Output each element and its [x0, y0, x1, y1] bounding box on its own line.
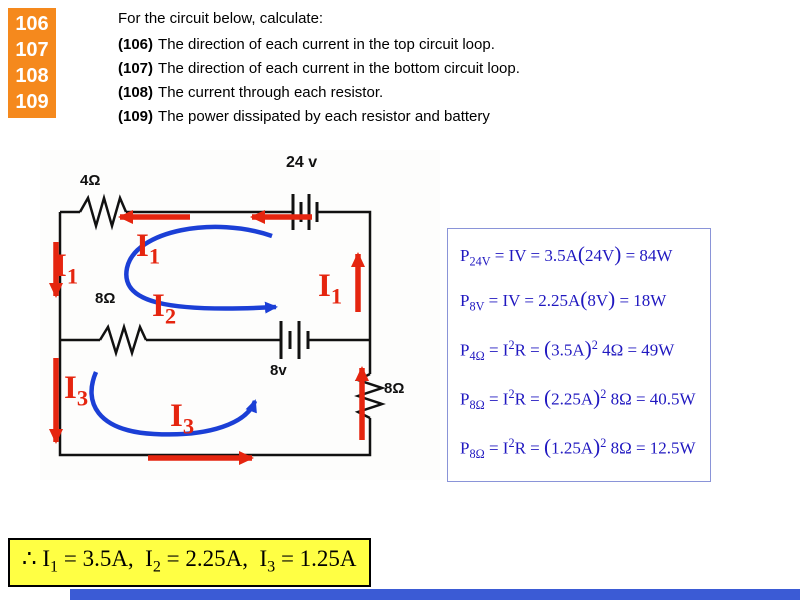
question-number: 109: [15, 91, 49, 113]
question-number: 108: [15, 65, 49, 87]
calc-line-p4ohm: P4Ω = I2R = (3.5A)2 4Ω = 49W: [460, 336, 675, 363]
bottom-loop-arrow: [89, 371, 258, 437]
problem-item: (107)The direction of each current in th…: [118, 60, 778, 77]
current-label-i1-top: I1: [136, 228, 161, 269]
problem-item-text: The current through each resistor.: [158, 84, 384, 101]
question-number: 107: [15, 39, 49, 61]
battery-24v: [291, 194, 319, 230]
current-label-i1-left: I1: [54, 248, 79, 289]
problem-item-number: (108): [118, 84, 154, 101]
problem-item: (106)The direction of each current in th…: [118, 36, 778, 53]
current-label-i3-bottom: I3: [170, 398, 195, 439]
problem-item-number: (106): [118, 36, 154, 53]
calc-line-p24v: P24V = IV = 3.5A(24V) = 84W: [460, 242, 673, 269]
conclusion-box: ∴ I1 = 3.5A, I2 = 2.25A, I3 = 1.25A: [8, 538, 371, 587]
calc-line-p8v: P8V = IV = 2.25A(8V) = 18W: [460, 287, 667, 314]
circuit-wires: [58, 193, 386, 457]
calc-line-p8ohm-1: P8Ω = I2R = (2.25A)2 8Ω = 40.5W: [460, 385, 696, 412]
current-arrows: [49, 210, 369, 465]
loop-arrows: [89, 224, 278, 437]
problem-item-text: The direction of each current in the bot…: [158, 60, 520, 77]
calc-line-p8ohm-2: P8Ω = I2R = (1.25A)2 8Ω = 12.5W: [460, 434, 696, 461]
resistor-4ohm: [78, 193, 128, 231]
question-number: 106: [15, 13, 49, 35]
current-label-i1-right: I1: [318, 268, 343, 309]
current-label-i2: I2: [152, 288, 177, 329]
problem-item: (109)The power dissipated by each resist…: [118, 108, 778, 125]
conclusion-text: ∴ I1 = 3.5A, I2 = 2.25A, I3 = 1.25A: [22, 546, 357, 576]
resistor-8ohm-right-label: 8Ω: [384, 380, 405, 397]
current-label-i3-left: I3: [64, 370, 89, 411]
resistor-8ohm-middle-label: 8Ω: [95, 290, 116, 307]
problem-item-number: (107): [118, 60, 154, 77]
problem-intro: For the circuit below, calculate:: [118, 10, 324, 27]
top-loop-arrow: [124, 224, 278, 314]
problem-statement: For the circuit below, calculate: (106)T…: [118, 10, 778, 132]
battery-24v-label: 24 v: [286, 154, 318, 171]
circuit-svg: [49, 193, 386, 465]
battery-8v: [279, 321, 310, 359]
problem-item: (108)The current through each resistor.: [118, 84, 778, 101]
problem-item-text: The power dissipated by each resistor an…: [158, 108, 490, 125]
circuit-diagram: 24 v 4Ω 8Ω 8v 8Ω I1 I1 I2 I1 I3 I3: [40, 150, 440, 480]
wire-top-right: [317, 210, 372, 374]
bottom-accent-bar: [70, 589, 800, 600]
power-calculations-box: P24V = IV = 3.5A(24V) = 84W P8V = IV = 2…: [447, 228, 711, 482]
battery-8v-label: 8v: [270, 362, 287, 379]
question-numbers-box: 106 107 108 109: [8, 8, 56, 118]
problem-item-text: The direction of each current in the top…: [158, 36, 495, 53]
resistor-4ohm-label: 4Ω: [80, 172, 101, 189]
resistor-8ohm-middle: [98, 322, 148, 358]
problem-item-number: (109): [118, 108, 154, 125]
wire-left-bottom: [58, 212, 372, 457]
